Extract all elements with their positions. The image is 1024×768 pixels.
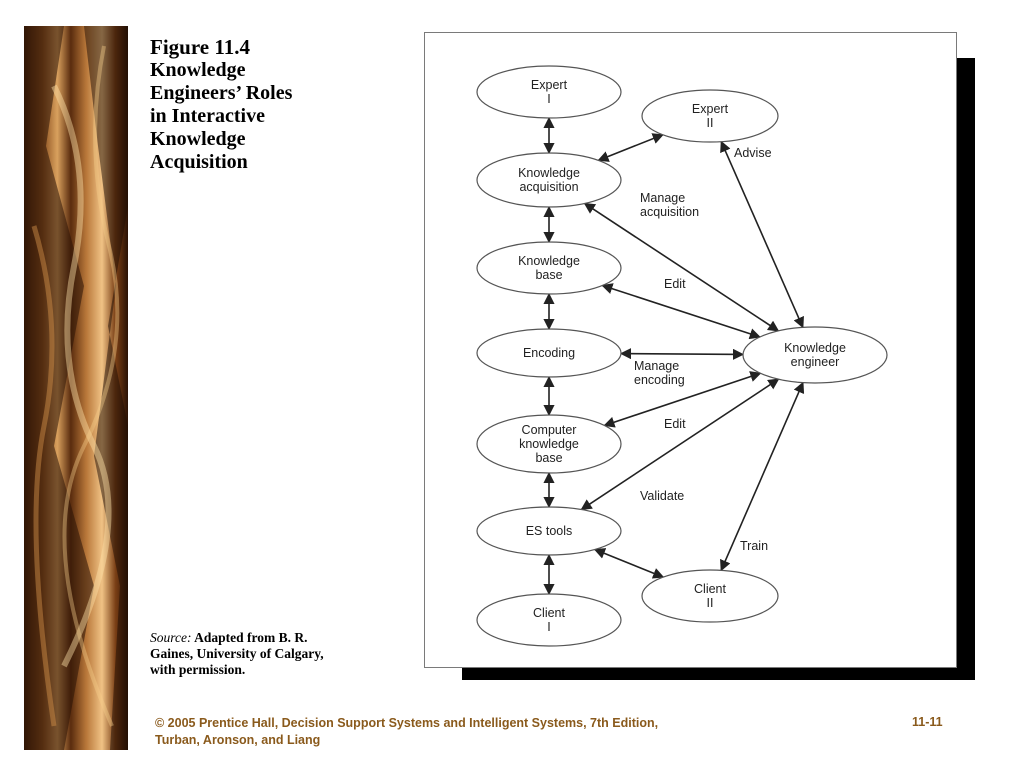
figure-number: Figure 11.4 [150, 35, 250, 59]
node-ellipse [476, 328, 622, 378]
figure-title-line: Acquisition [150, 151, 248, 173]
citation-line: Turban, Aronson, and Liang [155, 733, 321, 747]
source-note: Source: Adapted from B. R. Gaines, Unive… [150, 630, 425, 678]
source-label: Source: [150, 630, 192, 645]
node-label: Knowledge [518, 166, 580, 180]
node-ellipse [641, 89, 779, 143]
figure-caption: Figure 11.4 Knowledge Engineers’ Roles i… [150, 36, 410, 174]
figure-title-line: in Interactive [150, 105, 265, 127]
node-label: I [547, 620, 550, 634]
wood-grain-strip [24, 26, 128, 750]
node-label: engineer [791, 355, 840, 369]
node-ellipse [476, 414, 622, 474]
edge-kb-ke [601, 283, 761, 340]
edge-enc-ke [619, 348, 745, 360]
edge-label: encoding [634, 373, 685, 387]
edge-label: Train [740, 539, 768, 553]
edge-label: Edit [664, 417, 686, 431]
source-text: Gaines, University of Calgary, [150, 646, 324, 661]
node-label: base [535, 451, 562, 465]
figure-title-line: Knowledge [150, 128, 246, 150]
node-label: Client [694, 582, 726, 596]
edge-es-client2 [593, 548, 665, 579]
node-label: Knowledge [784, 341, 846, 355]
node-ellipse [476, 241, 622, 295]
edge-label: Edit [664, 277, 686, 291]
node-label: Expert [531, 78, 568, 92]
node-es: ES tools [476, 506, 622, 556]
node-ellipse [476, 593, 622, 647]
node-label: Encoding [523, 346, 575, 360]
node-label: Knowledge [518, 254, 580, 268]
node-ellipse [641, 569, 779, 623]
node-label: base [535, 268, 562, 282]
node-ellipse [476, 506, 622, 556]
node-label: knowledge [519, 437, 579, 451]
source-text: Adapted from B. R. [191, 630, 308, 645]
node-ellipse [476, 152, 622, 208]
node-label: acquisition [519, 180, 578, 194]
node-label: II [707, 116, 714, 130]
node-label: ES tools [526, 524, 573, 538]
edge-client2-ke [720, 381, 805, 572]
edge-label: Manage [640, 191, 685, 205]
node-label: Client [533, 606, 565, 620]
node-label: I [547, 92, 550, 106]
edge-label: Validate [640, 489, 684, 503]
edge-label: acquisition [640, 205, 699, 219]
citation-line: © 2005 Prentice Hall, Decision Support S… [155, 716, 659, 730]
node-enc: Encoding [476, 328, 622, 378]
edge-expert2-ke [720, 140, 804, 329]
node-ellipse [476, 65, 622, 119]
node-label: II [707, 596, 714, 610]
source-text: with permission. [150, 662, 246, 677]
edge-label: Advise [734, 146, 772, 160]
node-label: Expert [692, 102, 729, 116]
figure-title-line: Engineers’ Roles [150, 82, 293, 104]
footer-citation: © 2005 Prentice Hall, Decision Support S… [155, 715, 785, 749]
edge-ka-expert2 [597, 133, 664, 162]
figure-title-line: Knowledge [150, 59, 246, 81]
node-ellipse [742, 326, 888, 384]
page-number: 11-11 [912, 715, 943, 729]
edge-label: Manage [634, 359, 679, 373]
node-label: Computer [522, 423, 577, 437]
